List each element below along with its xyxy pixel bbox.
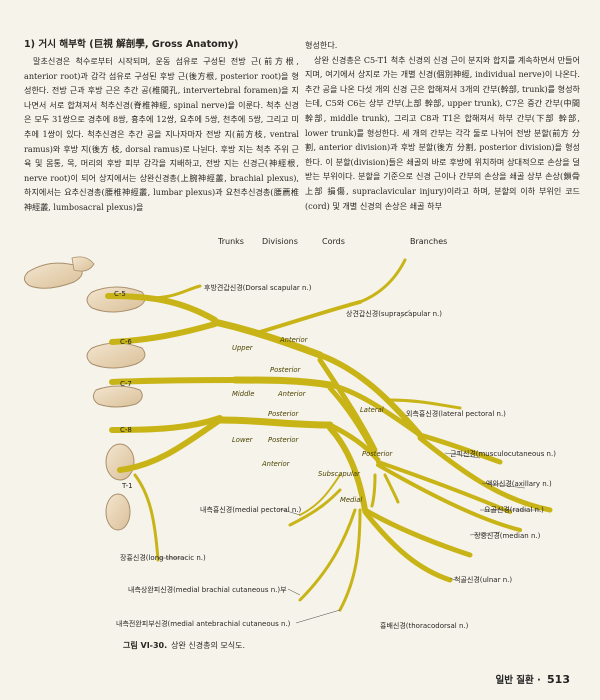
vertebra-c6 xyxy=(86,286,146,313)
trunk-upper: Upper xyxy=(232,344,254,352)
brachial-plexus-figure: Trunks Divisions Cords Branches xyxy=(24,237,556,630)
section-heading: 1) 거시 해부학 (巨視 解剖學, Gross Anatomy) xyxy=(24,39,239,50)
division-lower-posterior: Posterior xyxy=(268,436,299,444)
caption-text: 상완 신경총의 모식도. xyxy=(171,641,246,650)
nerve-bundle xyxy=(105,258,553,612)
trunk-middle: Middle xyxy=(232,390,254,398)
root-c6: C-6 xyxy=(120,338,132,346)
header-divisions: Divisions xyxy=(262,237,298,246)
label-medial-pectoral: 내측흉신경(medial pectoral n.) xyxy=(200,505,302,514)
page-number: 513 xyxy=(547,673,570,686)
vertebra-c7 xyxy=(86,342,146,369)
label-lateral-pectoral: 외측흉신경(lateral pectoral n.) xyxy=(406,409,506,418)
caption-label: 그림 VI-30. xyxy=(123,641,168,650)
label-medial-antebrachial-cutaneous: 내측전완피부신경(medial antebrachial cutaneous n… xyxy=(116,619,291,628)
left-column: 1) 거시 해부학 (巨視 解剖學, Gross Anatomy) 말초신경은 … xyxy=(24,38,299,215)
header-trunks: Trunks xyxy=(217,237,244,246)
root-t1: T-1 xyxy=(121,482,133,490)
cord-posterior: Posterior xyxy=(362,450,393,458)
page-footer: 일반 질환 · 513 xyxy=(495,673,570,686)
root-c7: C-7 xyxy=(120,380,132,388)
header-cords: Cords xyxy=(322,237,345,246)
vertebra-c5 xyxy=(24,256,95,289)
label-thoracodorsal: 흉배신경(thoracodorsal n.) xyxy=(380,621,469,630)
cord-medial: Medial xyxy=(340,496,362,504)
right-paragraph-1: 형성한다. xyxy=(305,40,338,50)
trunk-lower: Lower xyxy=(232,436,254,444)
label-medial-brachial-cutaneous: 내측상완피신경(medial brachial cutaneous n.)부 xyxy=(128,585,287,594)
leader-lines xyxy=(158,309,540,624)
label-ulnar: 척골신경(ulnar n.) xyxy=(454,575,512,584)
label-axillary: 액와신경(axillary n.) xyxy=(486,479,552,488)
label-long-thoracic: 장흉신경(long thoracic n.) xyxy=(120,553,206,562)
footer-section: 일반 질환 xyxy=(495,675,534,686)
label-dorsal-scapular: 후방견갑신경(Dorsal scapular n.) xyxy=(204,283,312,292)
label-radial: 요골신경(radial n.) xyxy=(484,505,544,514)
label-suprascapular: 상견갑신경(suprascapular n.) xyxy=(346,309,442,318)
label-median: 정중신경(median n.) xyxy=(474,531,541,540)
figure-caption: 그림 VI-30.상완 신경총의 모식도. xyxy=(123,640,245,651)
right-paragraph-2: 상완 신경총은 C5-T1 척추 신경의 신경 근이 분지와 합지를 계속하면서… xyxy=(305,54,581,211)
division-upper-posterior: Posterior xyxy=(270,366,301,374)
division-lower-anterior: Anterior xyxy=(261,460,291,468)
cord-subscapular: Subscapular xyxy=(318,470,361,478)
header-branches: Branches xyxy=(410,237,447,246)
label-musculocutaneous: 근피신경(musculocutaneous n.) xyxy=(450,449,556,458)
left-paragraph: 말초신경은 척수로부터 시작되며, 운동 섬유로 구성된 전방 근(前方根, a… xyxy=(24,56,299,212)
root-c5: C-5 xyxy=(114,290,126,298)
cord-lateral: Lateral xyxy=(360,406,384,414)
division-middle-posterior: Posterior xyxy=(268,410,299,418)
division-upper-anterior: Anterior xyxy=(279,336,309,344)
root-c8: C-8 xyxy=(120,426,132,434)
right-column: 형성한다. 상완 신경총은 C5-T1 척추 신경의 신경 근이 분지와 합지를… xyxy=(305,38,580,213)
vertebra-c8 xyxy=(92,385,143,408)
division-middle-anterior: Anterior xyxy=(277,390,307,398)
